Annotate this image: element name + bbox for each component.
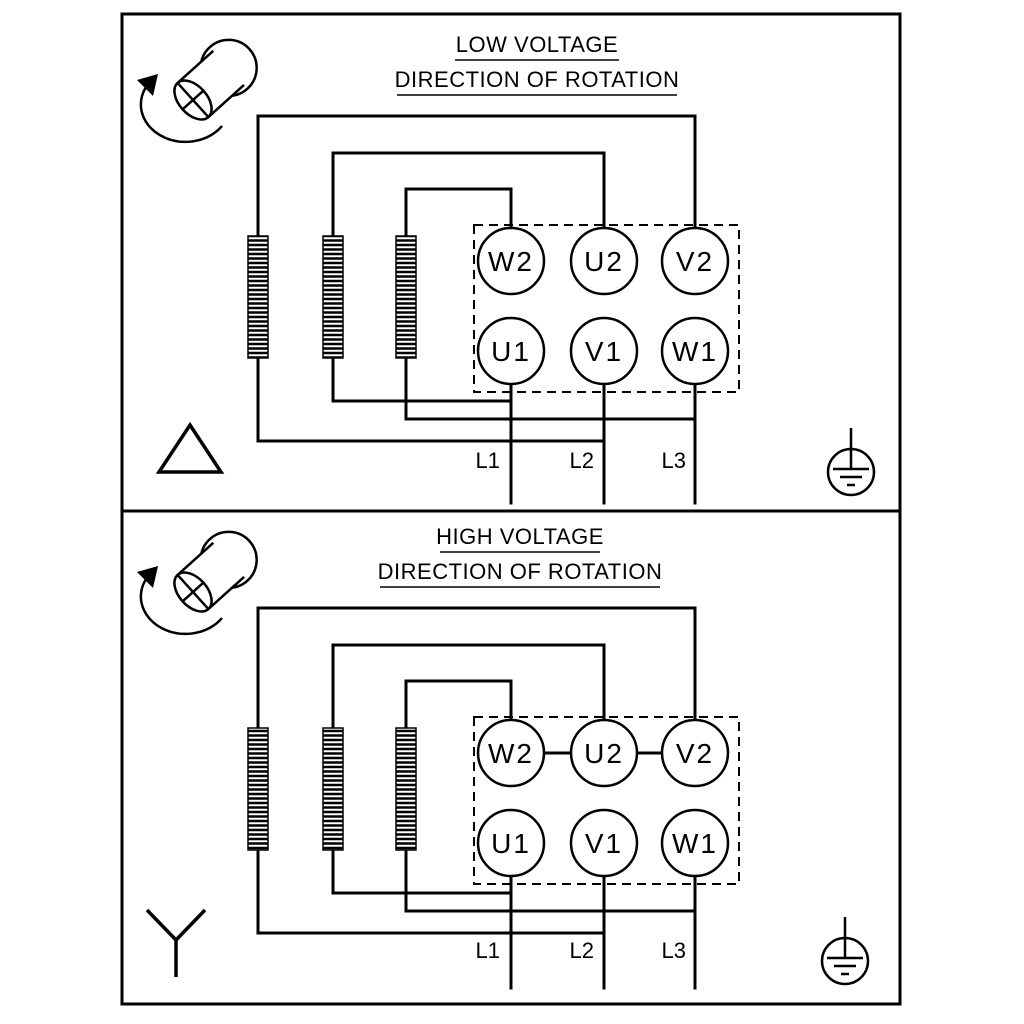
terminal-V1 — [569, 316, 639, 386]
terminal-label: U1 — [491, 828, 531, 859]
terminal-label: V1 — [585, 828, 623, 859]
winding-coil — [247, 727, 269, 851]
panel-subtitle: DIRECTION OF ROTATION — [378, 559, 663, 584]
terminal-W2 — [476, 226, 546, 296]
wire-coil3-to-W1 — [404, 356, 697, 421]
motor-body-edge — [207, 84, 245, 119]
terminal-label: W2 — [488, 738, 534, 769]
terminal-U2 — [569, 718, 639, 788]
terminal-block-outline — [473, 716, 740, 885]
panel-high-voltage: HIGH VOLTAGE DIRECTION OF ROTATION — [137, 524, 870, 990]
shaft-cross-mark — [177, 82, 209, 118]
terminal-V2 — [660, 718, 730, 788]
wire-coil2-to-U1 — [331, 356, 513, 403]
winding-coil — [322, 727, 344, 851]
panel-subtitle: DIRECTION OF ROTATION — [395, 67, 680, 92]
panel-title: LOW VOLTAGE — [456, 32, 618, 57]
terminal-label: V2 — [676, 738, 714, 769]
terminal-U2 — [569, 226, 639, 296]
wire-coil2-to-U2 — [331, 151, 606, 239]
winding-coil — [395, 727, 417, 851]
terminal-label: W2 — [488, 246, 534, 277]
winding-coil — [322, 235, 344, 359]
rotation-arrow-head-icon — [137, 566, 158, 588]
wire-coil1-to-V2 — [256, 114, 697, 239]
wire-coil2-to-U1 — [331, 848, 513, 895]
panel-title: HIGH VOLTAGE — [436, 524, 604, 549]
panel-low-voltage: LOW VOLTAGE DIRECTION OF ROTATION — [137, 32, 876, 505]
wire-coil1-to-V1 — [256, 356, 606, 443]
terminal-label: W1 — [672, 336, 718, 367]
rotation-arrow-arc — [139, 82, 223, 144]
supply-line-label: L1 — [476, 448, 500, 473]
terminal-label: U1 — [491, 336, 531, 367]
supply-line-label: L2 — [570, 448, 594, 473]
terminal-W1 — [660, 808, 730, 878]
wire-coil2-to-U2 — [331, 643, 606, 731]
delta-icon — [155, 421, 225, 474]
terminal-V1 — [569, 808, 639, 878]
protective-earth-icon — [820, 917, 870, 986]
diagram-border — [120, 12, 902, 1006]
terminal-label: V2 — [676, 246, 714, 277]
rotation-direction-motor-icon — [137, 530, 258, 636]
supply-line-label: L1 — [476, 938, 500, 963]
winding-coil — [395, 235, 417, 359]
terminal-V2 — [660, 226, 730, 296]
terminal-label: U2 — [584, 246, 624, 277]
rotation-arrow-arc — [139, 574, 223, 636]
wire-coil3-to-W2 — [404, 187, 513, 239]
star-icon — [145, 908, 207, 977]
wire-coil1-to-V1 — [256, 848, 606, 935]
wire-coil1-to-V2 — [256, 606, 697, 731]
terminal-label: W1 — [672, 828, 718, 859]
supply-line-label: L3 — [662, 448, 686, 473]
terminal-block-outline — [473, 224, 740, 393]
supply-line-label: L2 — [570, 938, 594, 963]
motor-body-edge — [207, 576, 245, 611]
protective-earth-icon — [826, 428, 876, 497]
supply-line-label: L3 — [662, 938, 686, 963]
terminal-label: U2 — [584, 738, 624, 769]
wire-coil3-to-W1 — [404, 848, 697, 913]
terminal-label: V1 — [585, 336, 623, 367]
motor-body-edge — [176, 541, 215, 576]
winding-coil — [247, 235, 269, 359]
wire-coil3-to-W2 — [404, 679, 513, 731]
shaft-cross-mark — [177, 574, 209, 610]
rotation-arrow-head-icon — [137, 74, 158, 96]
rotation-direction-motor-icon — [137, 38, 258, 144]
terminal-W1 — [660, 316, 730, 386]
terminal-U1 — [476, 808, 546, 878]
motor-body-edge — [176, 49, 215, 84]
terminal-W2 — [476, 718, 546, 788]
terminal-U1 — [476, 316, 546, 386]
